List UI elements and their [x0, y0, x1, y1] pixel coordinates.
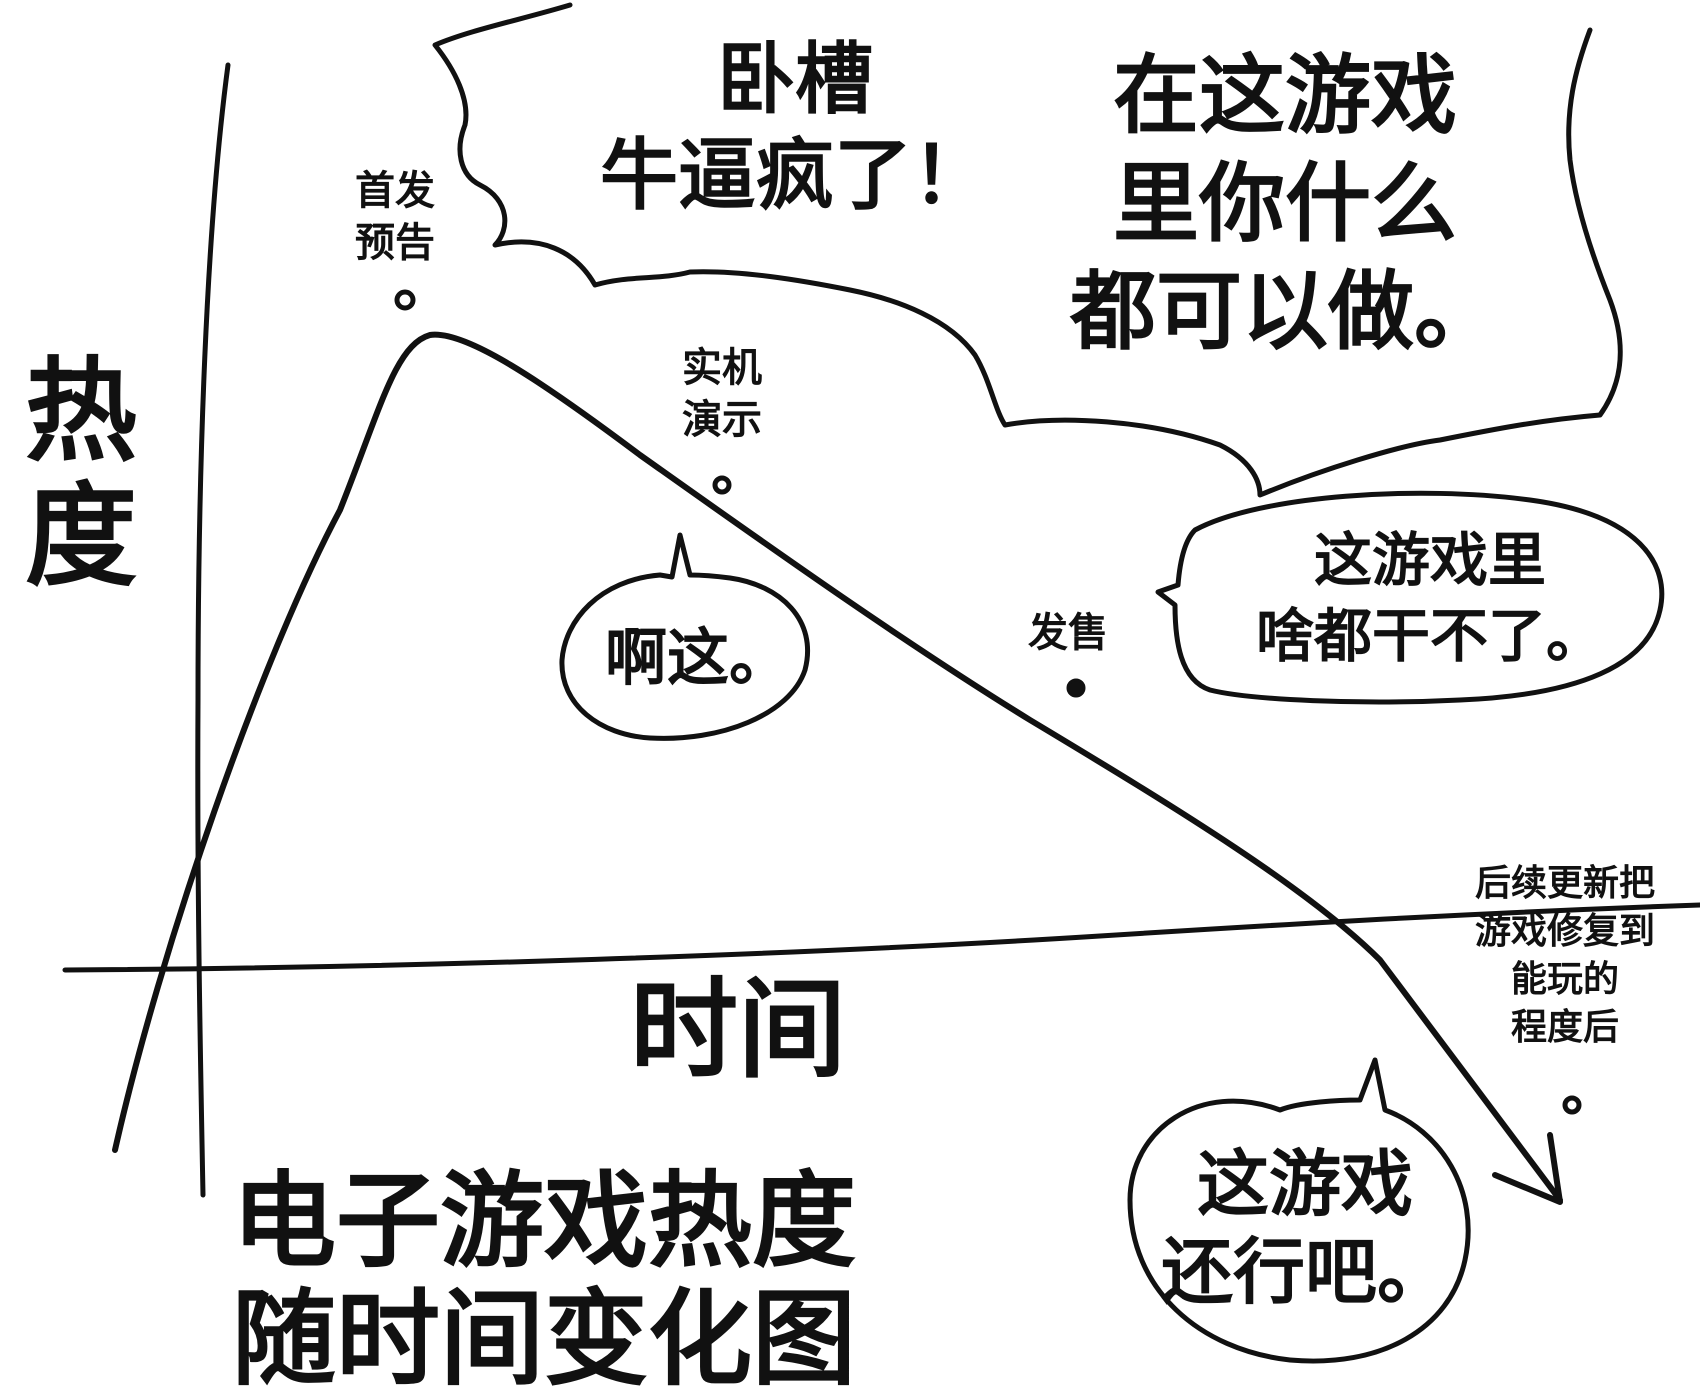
demo-label: 实机 演示 — [682, 345, 762, 443]
x-axis-label: 时间 — [630, 968, 847, 1093]
after-update-reaction-text: 这游戏 还行吧。 — [1160, 1142, 1449, 1314]
announcement-dot — [394, 289, 416, 311]
hype-speech-text: 卧槽 牛逼疯了！ — [600, 35, 991, 221]
announcement-label: 首发 预告 — [355, 168, 435, 266]
demo-bubble-outline — [559, 532, 811, 741]
y-axis-line — [195, 62, 231, 1198]
chart-title: 电子游戏热度 随时间变化图 — [232, 1160, 857, 1400]
popularity-curve — [112, 331, 1563, 1203]
x-axis-line — [62, 902, 1700, 973]
promise-speech-text: 在这游戏 里你什么 都可以做。 — [1070, 46, 1500, 362]
demo-dot — [712, 475, 732, 495]
release-reaction-text: 这游戏里 啥都干不了。 — [1255, 526, 1604, 670]
hype-bubble-outline — [432, 2, 1623, 498]
update-bubble-outline — [1127, 1057, 1471, 1364]
y-axis-label: 热 度 — [25, 347, 137, 602]
update-dot — [1562, 1095, 1582, 1115]
demo-reaction-text: 啊这。 — [605, 621, 792, 694]
release-dot — [1066, 678, 1086, 698]
release-bubble-outline — [1155, 490, 1665, 705]
curve-arrowhead — [1492, 1132, 1563, 1205]
after-updates-label: 后续更新把 游戏修复到 能玩的 程度后 — [1474, 863, 1655, 1048]
release-label: 发售 — [1028, 610, 1108, 656]
